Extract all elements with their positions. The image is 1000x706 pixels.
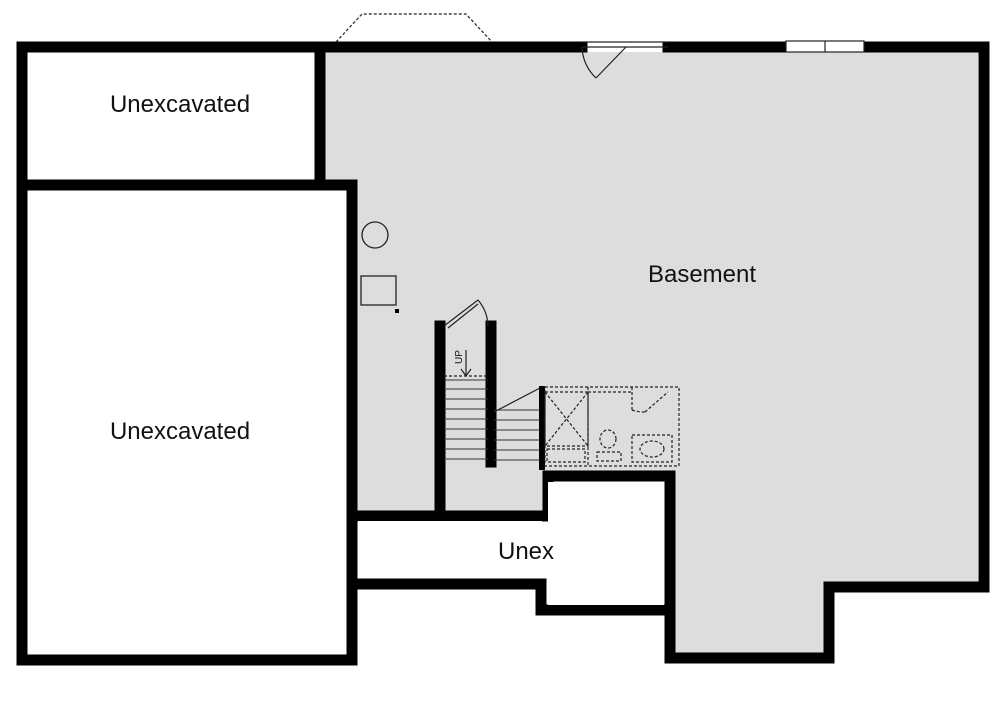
room-label-basement: Basement: [648, 261, 756, 288]
unex-walls: [346, 578, 670, 616]
unex-area: [358, 521, 542, 578]
top-door-swing: [581, 46, 597, 79]
top-door-leaf: [595, 46, 627, 79]
stair-door-swing: [477, 299, 489, 327]
bay-window-outline: [335, 13, 493, 43]
up-arrow-head: [460, 368, 472, 378]
water-heater: [361, 221, 389, 249]
room-label-unexcavated-top: Unexcavated: [110, 91, 250, 118]
unexcavated-left-walls: [16, 179, 358, 666]
furnace-vent: [395, 309, 399, 313]
unex-area-lower: [548, 482, 664, 605]
room-label-unexcavated-left: Unexcavated: [110, 418, 250, 445]
stair-break-line: [493, 387, 541, 413]
stair-door-leaf-2: [447, 303, 479, 329]
stair-door-leaf: [443, 299, 479, 327]
stair-up-label: UP: [454, 350, 465, 364]
room-label-unex: Unex: [498, 538, 554, 565]
basement-area: [325, 52, 978, 658]
furnace: [360, 275, 397, 306]
future-bathroom: [544, 386, 680, 467]
stair-treads: [444, 379, 540, 461]
